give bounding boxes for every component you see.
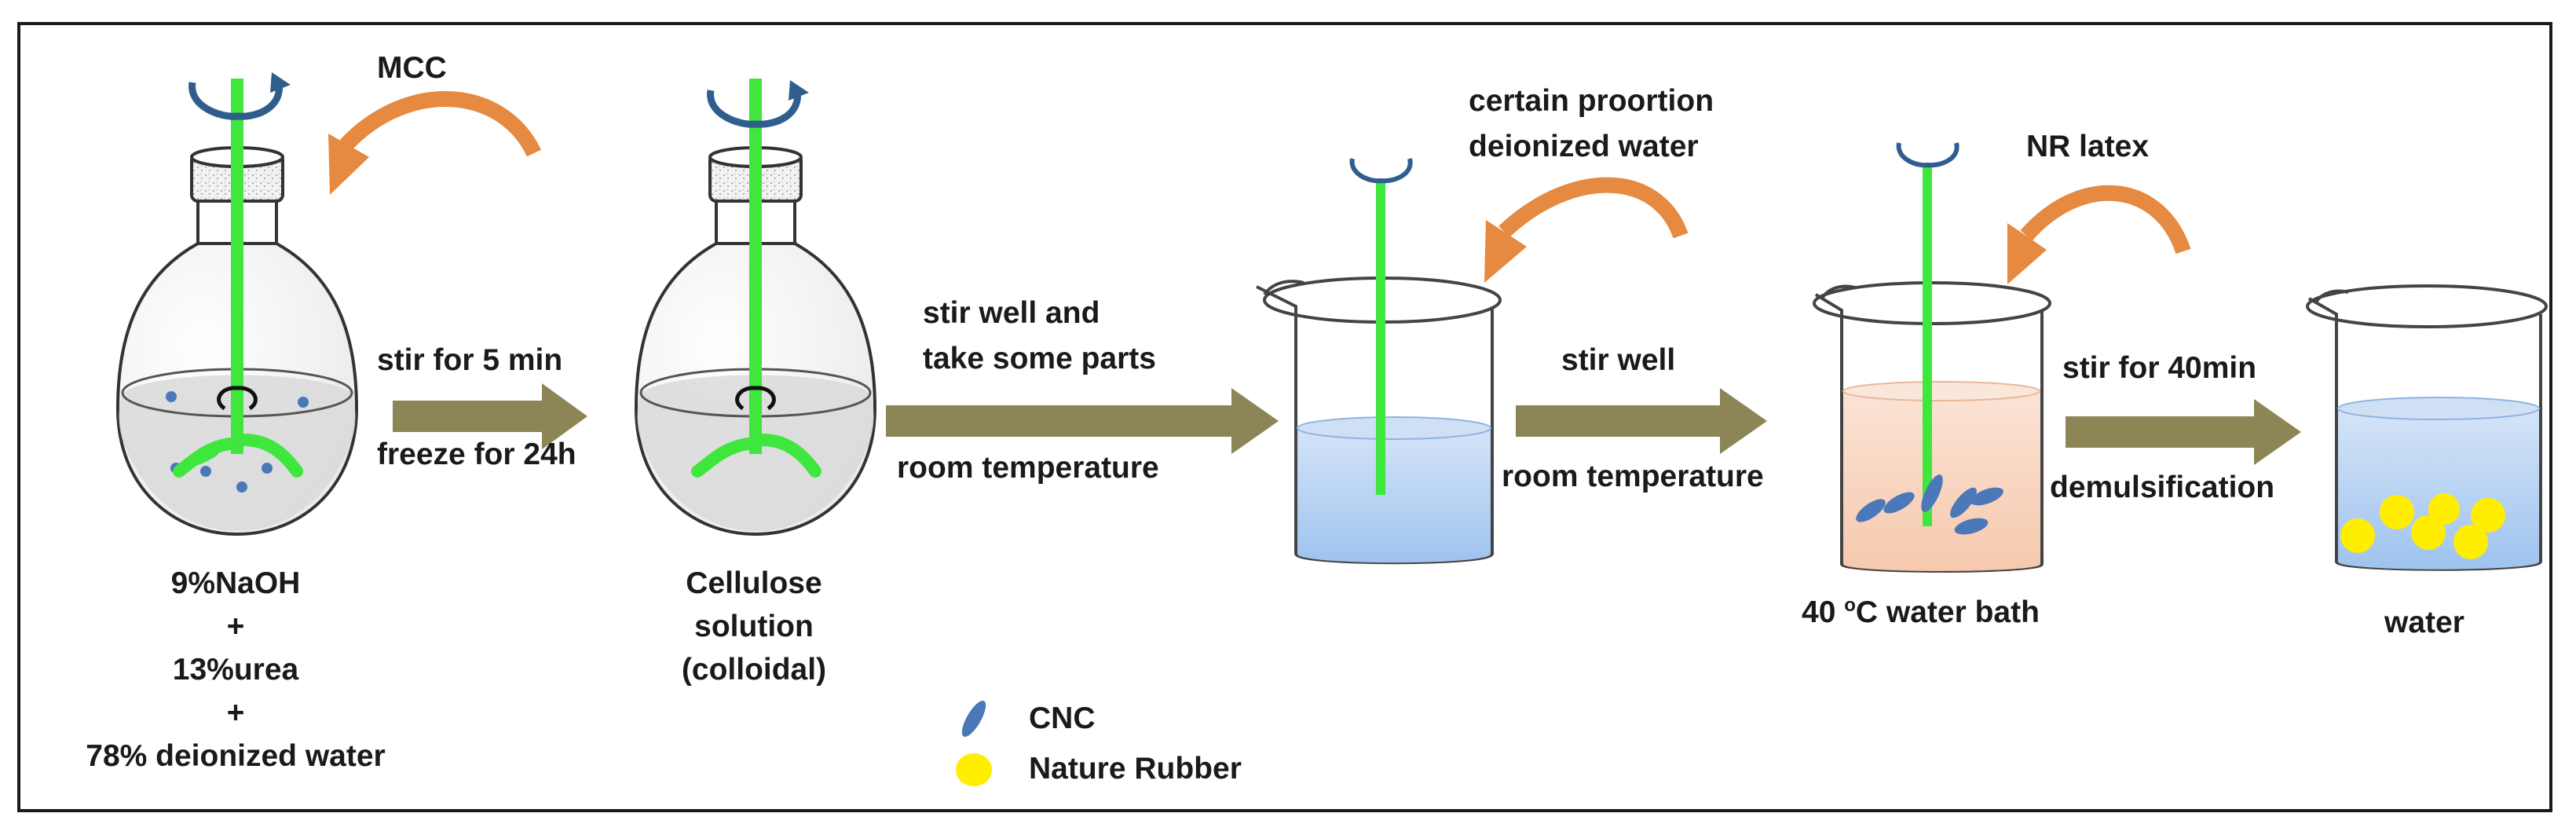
- water-bath-label: 40 oC water bath: [1802, 588, 2040, 631]
- flow-arrow-2: [886, 388, 1279, 454]
- stirrer-rotation-icon: [188, 72, 291, 120]
- stirrer-rotation-icon: [1349, 158, 1413, 184]
- urea-label: 13%urea: [172, 653, 299, 687]
- step1-top-label: stir for 5 min: [377, 343, 563, 377]
- naoh-label: 9%NaOH: [170, 566, 301, 600]
- stir-rod-2: [691, 79, 821, 478]
- beaker-water: [1256, 277, 1502, 565]
- plus-sign-1: +: [226, 610, 245, 643]
- step1-bottom-label: freeze for 24h: [377, 438, 576, 471]
- flow-arrow-1: [393, 383, 587, 449]
- stir-rod-3: [1376, 181, 1385, 495]
- step4-top-label: stir for 40min: [2062, 351, 2257, 385]
- water-addition-line2: deionized water: [1469, 130, 1699, 163]
- bath-temp-prefix: 40: [1802, 595, 1845, 629]
- step3-bottom-label: room temperature: [1502, 460, 1764, 493]
- mcc-curved-arrow: [328, 91, 542, 195]
- nr-latex-label: NR latex: [2026, 130, 2150, 163]
- rubber-circle-icon: [956, 753, 992, 786]
- plus-sign-2: +: [226, 696, 245, 730]
- legend-rubber-label: Nature Rubber: [1029, 752, 1242, 786]
- water-curved-arrow: [1484, 177, 1689, 283]
- legend-cnc-label: CNC: [1029, 701, 1096, 735]
- cellulose-label-line2: solution: [694, 610, 814, 643]
- nr-latex-curved-arrow: [2007, 185, 2191, 284]
- flow-arrow-4: [2066, 399, 2301, 465]
- stir-rod-1: [173, 79, 303, 478]
- cellulose-label-line1: Cellulose: [686, 566, 822, 600]
- cellulose-label-line3: (colloidal): [681, 653, 827, 687]
- stirrer-rotation-icon: [707, 80, 809, 128]
- stirrer-rotation-icon: [1896, 142, 1959, 168]
- cnc-ellipse-icon: [961, 701, 986, 737]
- final-water-label: water: [2384, 606, 2464, 639]
- mcc-label: MCC: [377, 51, 447, 85]
- cnc-particles: [1856, 474, 2003, 535]
- diagram-frame: [17, 22, 2552, 812]
- stir-rod-4: [1923, 165, 1932, 526]
- deionized-water-label: 78% deionized water: [86, 739, 386, 773]
- water-addition-line1: certain proortion: [1469, 84, 1714, 118]
- step3-top-label: stir well: [1561, 343, 1676, 377]
- step4-bottom-label: demulsification: [2050, 471, 2275, 504]
- step2-top-label-line2: take some parts: [923, 342, 1156, 375]
- step2-top-label-line1: stir well and: [923, 296, 1100, 330]
- rubber-particles: [2340, 493, 2505, 559]
- bath-temp-suffix: C water bath: [1855, 595, 2040, 629]
- degree-sign: o: [1844, 595, 1856, 616]
- step2-bottom-label: room temperature: [897, 451, 1159, 485]
- flow-arrow-3: [1516, 388, 1767, 454]
